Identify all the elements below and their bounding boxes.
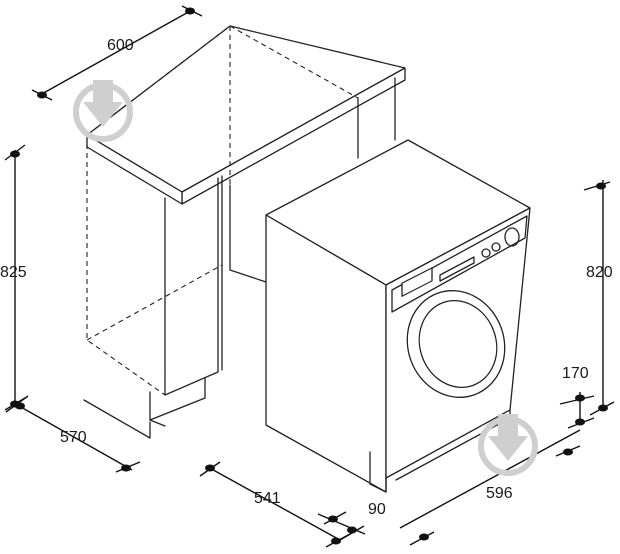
knob-small-1: [481, 248, 491, 258]
dim-600-line: [39, 9, 193, 96]
worktop-side-edge: [86, 134, 183, 205]
label-cabinet-depth: 570: [60, 429, 87, 446]
dim-596-line: [399, 429, 581, 529]
knob-small-2: [491, 242, 501, 252]
dim-90-dot-b: [347, 526, 357, 534]
dim-541-line: [205, 465, 341, 541]
dim-541-dot-b: [331, 537, 341, 545]
label-machine-height: 820: [586, 264, 613, 281]
download-arrow-icon: [73, 80, 133, 142]
dim-570-dot-a: [15, 402, 25, 410]
cabinet-plinth: [149, 377, 206, 427]
dim-596-dot-b: [563, 448, 573, 456]
dim-90-dot-a: [328, 515, 338, 523]
program-buttons: [439, 256, 475, 282]
dim-825-dot-a: [10, 150, 20, 158]
rear-panel: [229, 77, 396, 283]
door-outer: [406, 290, 506, 398]
label-counter-width: 600: [107, 37, 134, 54]
dim-600-dot-b: [185, 7, 195, 15]
dim-596-dot-a: [419, 533, 429, 541]
hidden-edges: [86, 25, 359, 396]
floor-line: [83, 399, 151, 439]
display-window: [401, 267, 433, 297]
label-plinth-height: 170: [562, 365, 589, 382]
dim-820-dot-b: [598, 404, 608, 412]
dim-170-dot-b: [575, 418, 585, 426]
dim-170-dot-a: [575, 394, 585, 402]
dim-570-dot-b: [121, 464, 131, 472]
washing-machine: [265, 139, 531, 493]
dim-820-dot-a: [596, 182, 606, 190]
dim-541-dot-a: [205, 464, 215, 472]
kitchen-cabinet: [83, 25, 406, 439]
dim-570-line: [11, 401, 133, 471]
label-machine-depth: 541: [254, 490, 281, 507]
dimension-labels: 600 825 570 820 170 541 90 596: [0, 37, 613, 518]
cabinet-side-panel: [164, 177, 219, 396]
door-glass: [418, 300, 498, 388]
dimension-lines: [4, 5, 615, 548]
label-machine-width: 596: [486, 485, 513, 502]
program-dial: [504, 227, 520, 247]
download-arrow-icon: [478, 414, 538, 476]
label-cabinet-height: 825: [0, 264, 27, 281]
label-door-offset: 90: [368, 501, 386, 518]
dim-600-dot-a: [37, 91, 47, 99]
